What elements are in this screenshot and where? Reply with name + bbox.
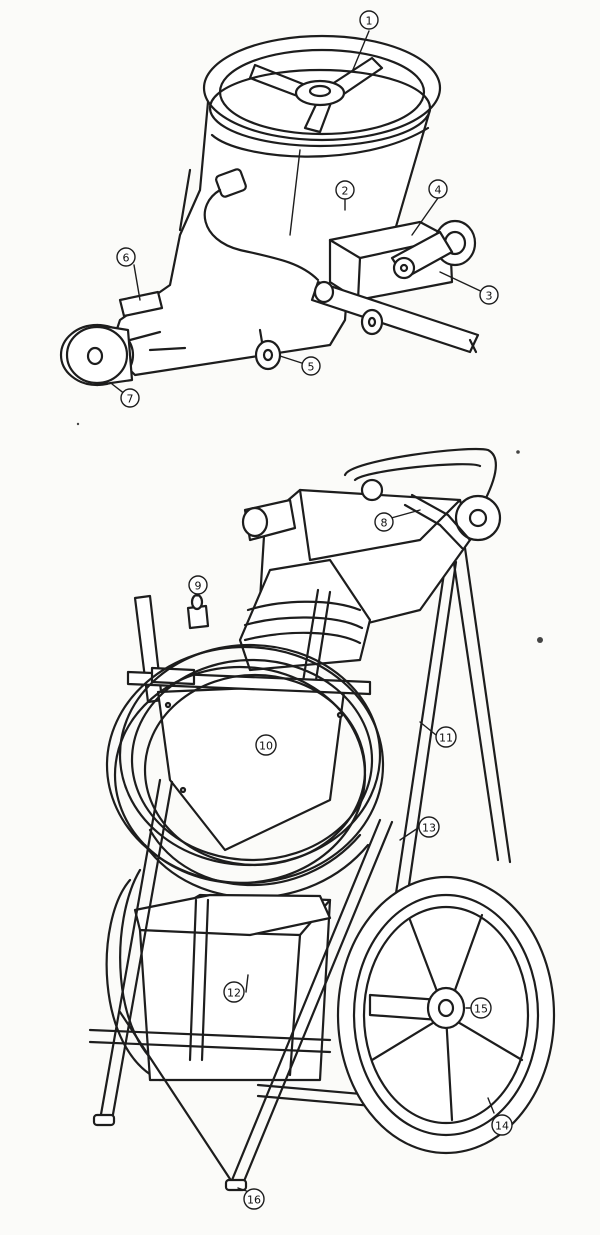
callout-3: 3	[479, 285, 499, 305]
svg-text:10: 10	[259, 740, 273, 753]
svg-text:3: 3	[486, 290, 493, 303]
svg-text:2: 2	[342, 185, 349, 198]
callout-16: 16	[243, 1188, 265, 1210]
callout-labels: 1 2 3 4 5 6 7 8 9 10 11 12 13 14 15 16	[116, 10, 513, 1210]
callout-7: 7	[120, 388, 140, 408]
svg-text:7: 7	[127, 393, 134, 406]
svg-text:12: 12	[227, 987, 241, 1000]
svg-text:13: 13	[422, 822, 436, 835]
cart-assembly-drawing	[88, 447, 556, 1194]
callout-6: 6	[116, 247, 136, 267]
callout-8: 8	[374, 512, 394, 532]
callout-10: 10	[255, 734, 277, 756]
svg-text:1: 1	[366, 15, 373, 28]
callout-14: 14	[491, 1114, 513, 1136]
svg-text:4: 4	[435, 184, 442, 197]
svg-text:14: 14	[495, 1120, 509, 1133]
svg-text:15: 15	[474, 1003, 488, 1016]
svg-text:6: 6	[123, 252, 130, 265]
callout-12: 12	[223, 981, 245, 1003]
svg-text:5: 5	[308, 361, 315, 374]
svg-text:16: 16	[247, 1194, 261, 1207]
svg-text:11: 11	[439, 732, 453, 745]
callout-11: 11	[435, 726, 457, 748]
callout-5: 5	[301, 356, 321, 376]
callout-13: 13	[418, 816, 440, 838]
paper-specks	[76, 422, 543, 643]
callout-15: 15	[470, 997, 492, 1019]
svg-text:9: 9	[195, 580, 202, 593]
callout-2: 2	[335, 180, 355, 200]
callout-9: 9	[188, 575, 208, 595]
svg-text:8: 8	[381, 517, 388, 530]
callout-4: 4	[428, 179, 448, 199]
pump-assembly-drawing	[59, 30, 490, 399]
callout-1: 1	[359, 10, 379, 30]
